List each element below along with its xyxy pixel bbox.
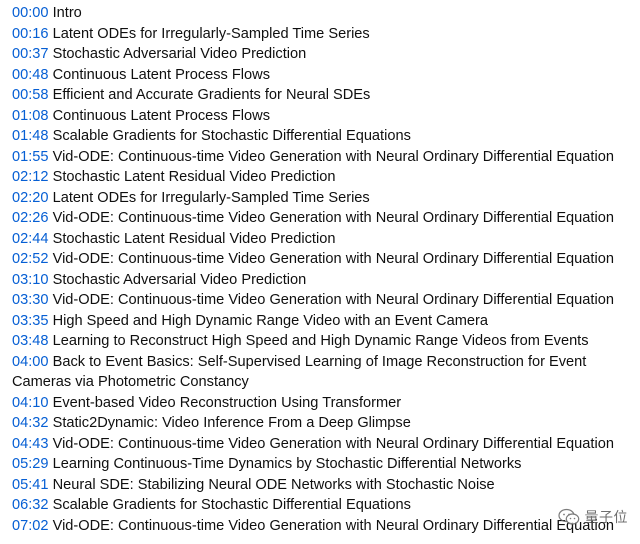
chapter-timestamp-link[interactable]: 03:10	[12, 271, 49, 288]
watermark: 量子位	[557, 507, 629, 527]
chapter-timestamp-link[interactable]: 00:00	[12, 5, 49, 21]
chapter-timestamp-link[interactable]: 00:58	[12, 87, 49, 103]
chapter-title: High Speed and High Dynamic Range Video …	[52, 312, 488, 329]
chapter-timestamp-link[interactable]: 00:48	[12, 66, 49, 83]
chapter-item: 00:37 Stochastic Adversarial Video Predi…	[12, 44, 634, 65]
chapter-title: Event-based Video Reconstruction Using T…	[52, 394, 402, 411]
chapter-title: Learning Continuous-Time Dynamics by Sto…	[52, 456, 522, 472]
chapter-title: Intro	[52, 5, 82, 21]
chapter-timestamp-link[interactable]: 03:35	[12, 312, 49, 329]
chapter-item: 00:48 Continuous Latent Process Flows	[12, 65, 634, 86]
chapter-item: 02:26 Vid-ODE: Continuous-time Video Gen…	[12, 208, 634, 229]
chapter-item: 00:00 Intro	[12, 3, 634, 24]
chapter-item: 00:16 Latent ODEs for Irregularly-Sample…	[12, 24, 634, 45]
chapter-item: 02:44 Stochastic Latent Residual Video P…	[12, 229, 634, 250]
chapter-title: Vid-ODE: Continuous-time Video Generatio…	[52, 210, 614, 226]
chapter-timestamp-link[interactable]: 04:43	[12, 435, 49, 452]
chapter-timestamp-link[interactable]: 02:12	[12, 169, 49, 185]
watermark-text: 量子位	[584, 510, 628, 526]
chapter-list: 00:00 Intro 00:16 Latent ODEs for Irregu…	[12, 3, 634, 536]
chapter-title: Vid-ODE: Continuous-time Video Generatio…	[52, 517, 614, 534]
chapter-title: Scalable Gradients for Stochastic Differ…	[52, 497, 411, 513]
chapter-timestamp-link[interactable]: 02:20	[12, 189, 49, 206]
chapter-item: 04:00 Back to Event Basics: Self-Supervi…	[12, 352, 634, 393]
chapter-title: Stochastic Latent Residual Video Predict…	[52, 169, 336, 185]
chapter-timestamp-link[interactable]: 01:08	[12, 107, 49, 124]
chapter-title: Static2Dynamic: Video Inference From a D…	[52, 415, 411, 431]
chapter-item: 02:20 Latent ODEs for Irregularly-Sample…	[12, 188, 634, 209]
chapter-title: Neural SDE: Stabilizing Neural ODE Netwo…	[52, 476, 495, 493]
chapter-title: Learning to Reconstruct High Speed and H…	[52, 333, 589, 349]
chapter-timestamp-link[interactable]: 05:41	[12, 476, 49, 493]
chapter-item: 04:43 Vid-ODE: Continuous-time Video Gen…	[12, 434, 634, 455]
chapter-item: 03:30 Vid-ODE: Continuous-time Video Gen…	[12, 290, 634, 311]
chapter-item: 01:08 Continuous Latent Process Flows	[12, 106, 634, 127]
chapter-timestamp-link[interactable]: 02:52	[12, 251, 49, 267]
chapter-timestamp-link[interactable]: 01:48	[12, 128, 49, 144]
chapter-item: 02:52 Vid-ODE: Continuous-time Video Gen…	[12, 249, 634, 270]
chapter-timestamp-link[interactable]: 04:32	[12, 415, 49, 431]
chapter-title: Latent ODEs for Irregularly-Sampled Time…	[52, 189, 370, 206]
chapter-item: 03:35 High Speed and High Dynamic Range …	[12, 311, 634, 332]
chapter-timestamp-link[interactable]: 06:32	[12, 497, 49, 513]
chapter-title: Scalable Gradients for Stochastic Differ…	[52, 128, 411, 144]
chapter-item: 07:02 Vid-ODE: Continuous-time Video Gen…	[12, 516, 634, 537]
chapter-title: Vid-ODE: Continuous-time Video Generatio…	[52, 435, 614, 452]
chapter-item: 01:55 Vid-ODE: Continuous-time Video Gen…	[12, 147, 634, 168]
chapter-item: 05:29 Learning Continuous-Time Dynamics …	[12, 454, 634, 475]
chapter-item: 00:58 Efficient and Accurate Gradients f…	[12, 85, 634, 106]
chapter-title: Latent ODEs for Irregularly-Sampled Time…	[52, 25, 370, 42]
chapter-item: 05:41 Neural SDE: Stabilizing Neural ODE…	[12, 475, 634, 496]
chapter-timestamp-link[interactable]: 00:16	[12, 25, 49, 42]
chapter-timestamp-link[interactable]: 02:26	[12, 210, 49, 226]
chapter-title: Stochastic Adversarial Video Prediction	[52, 271, 307, 288]
chapter-timestamp-link[interactable]: 07:02	[12, 517, 49, 534]
chapter-title: Vid-ODE: Continuous-time Video Generatio…	[52, 251, 614, 267]
chapter-title: Efficient and Accurate Gradients for Neu…	[52, 87, 371, 103]
chapter-item: 06:32 Scalable Gradients for Stochastic …	[12, 495, 634, 516]
chapter-item: 03:10 Stochastic Adversarial Video Predi…	[12, 270, 634, 291]
chapter-title: Continuous Latent Process Flows	[52, 107, 270, 124]
chapter-timestamp-link[interactable]: 03:48	[12, 333, 49, 349]
chapter-item: 04:32 Static2Dynamic: Video Inference Fr…	[12, 413, 634, 434]
chapter-item: 01:48 Scalable Gradients for Stochastic …	[12, 126, 634, 147]
chapter-title: Vid-ODE: Continuous-time Video Generatio…	[52, 148, 614, 165]
chapter-timestamp-link[interactable]: 02:44	[12, 230, 49, 247]
chapter-timestamp-link[interactable]: 04:10	[12, 394, 49, 411]
chapter-timestamp-link[interactable]: 04:00	[12, 353, 49, 370]
chapter-item: 03:48 Learning to Reconstruct High Speed…	[12, 331, 634, 352]
wechat-icon	[557, 508, 579, 525]
chapter-timestamp-link[interactable]: 05:29	[12, 456, 49, 472]
chapter-title: Stochastic Adversarial Video Prediction	[52, 46, 307, 62]
chapter-title: Continuous Latent Process Flows	[52, 66, 270, 83]
chapter-item: 02:12 Stochastic Latent Residual Video P…	[12, 167, 634, 188]
chapter-timestamp-link[interactable]: 03:30	[12, 292, 49, 308]
chapter-title: Vid-ODE: Continuous-time Video Generatio…	[52, 292, 614, 308]
chapter-title: Stochastic Latent Residual Video Predict…	[52, 230, 336, 247]
chapter-item: 04:10 Event-based Video Reconstruction U…	[12, 393, 634, 414]
chapter-timestamp-link[interactable]: 01:55	[12, 148, 49, 165]
chapter-timestamp-link[interactable]: 00:37	[12, 46, 49, 62]
chapter-title: Back to Event Basics: Self-Supervised Le…	[12, 353, 587, 391]
